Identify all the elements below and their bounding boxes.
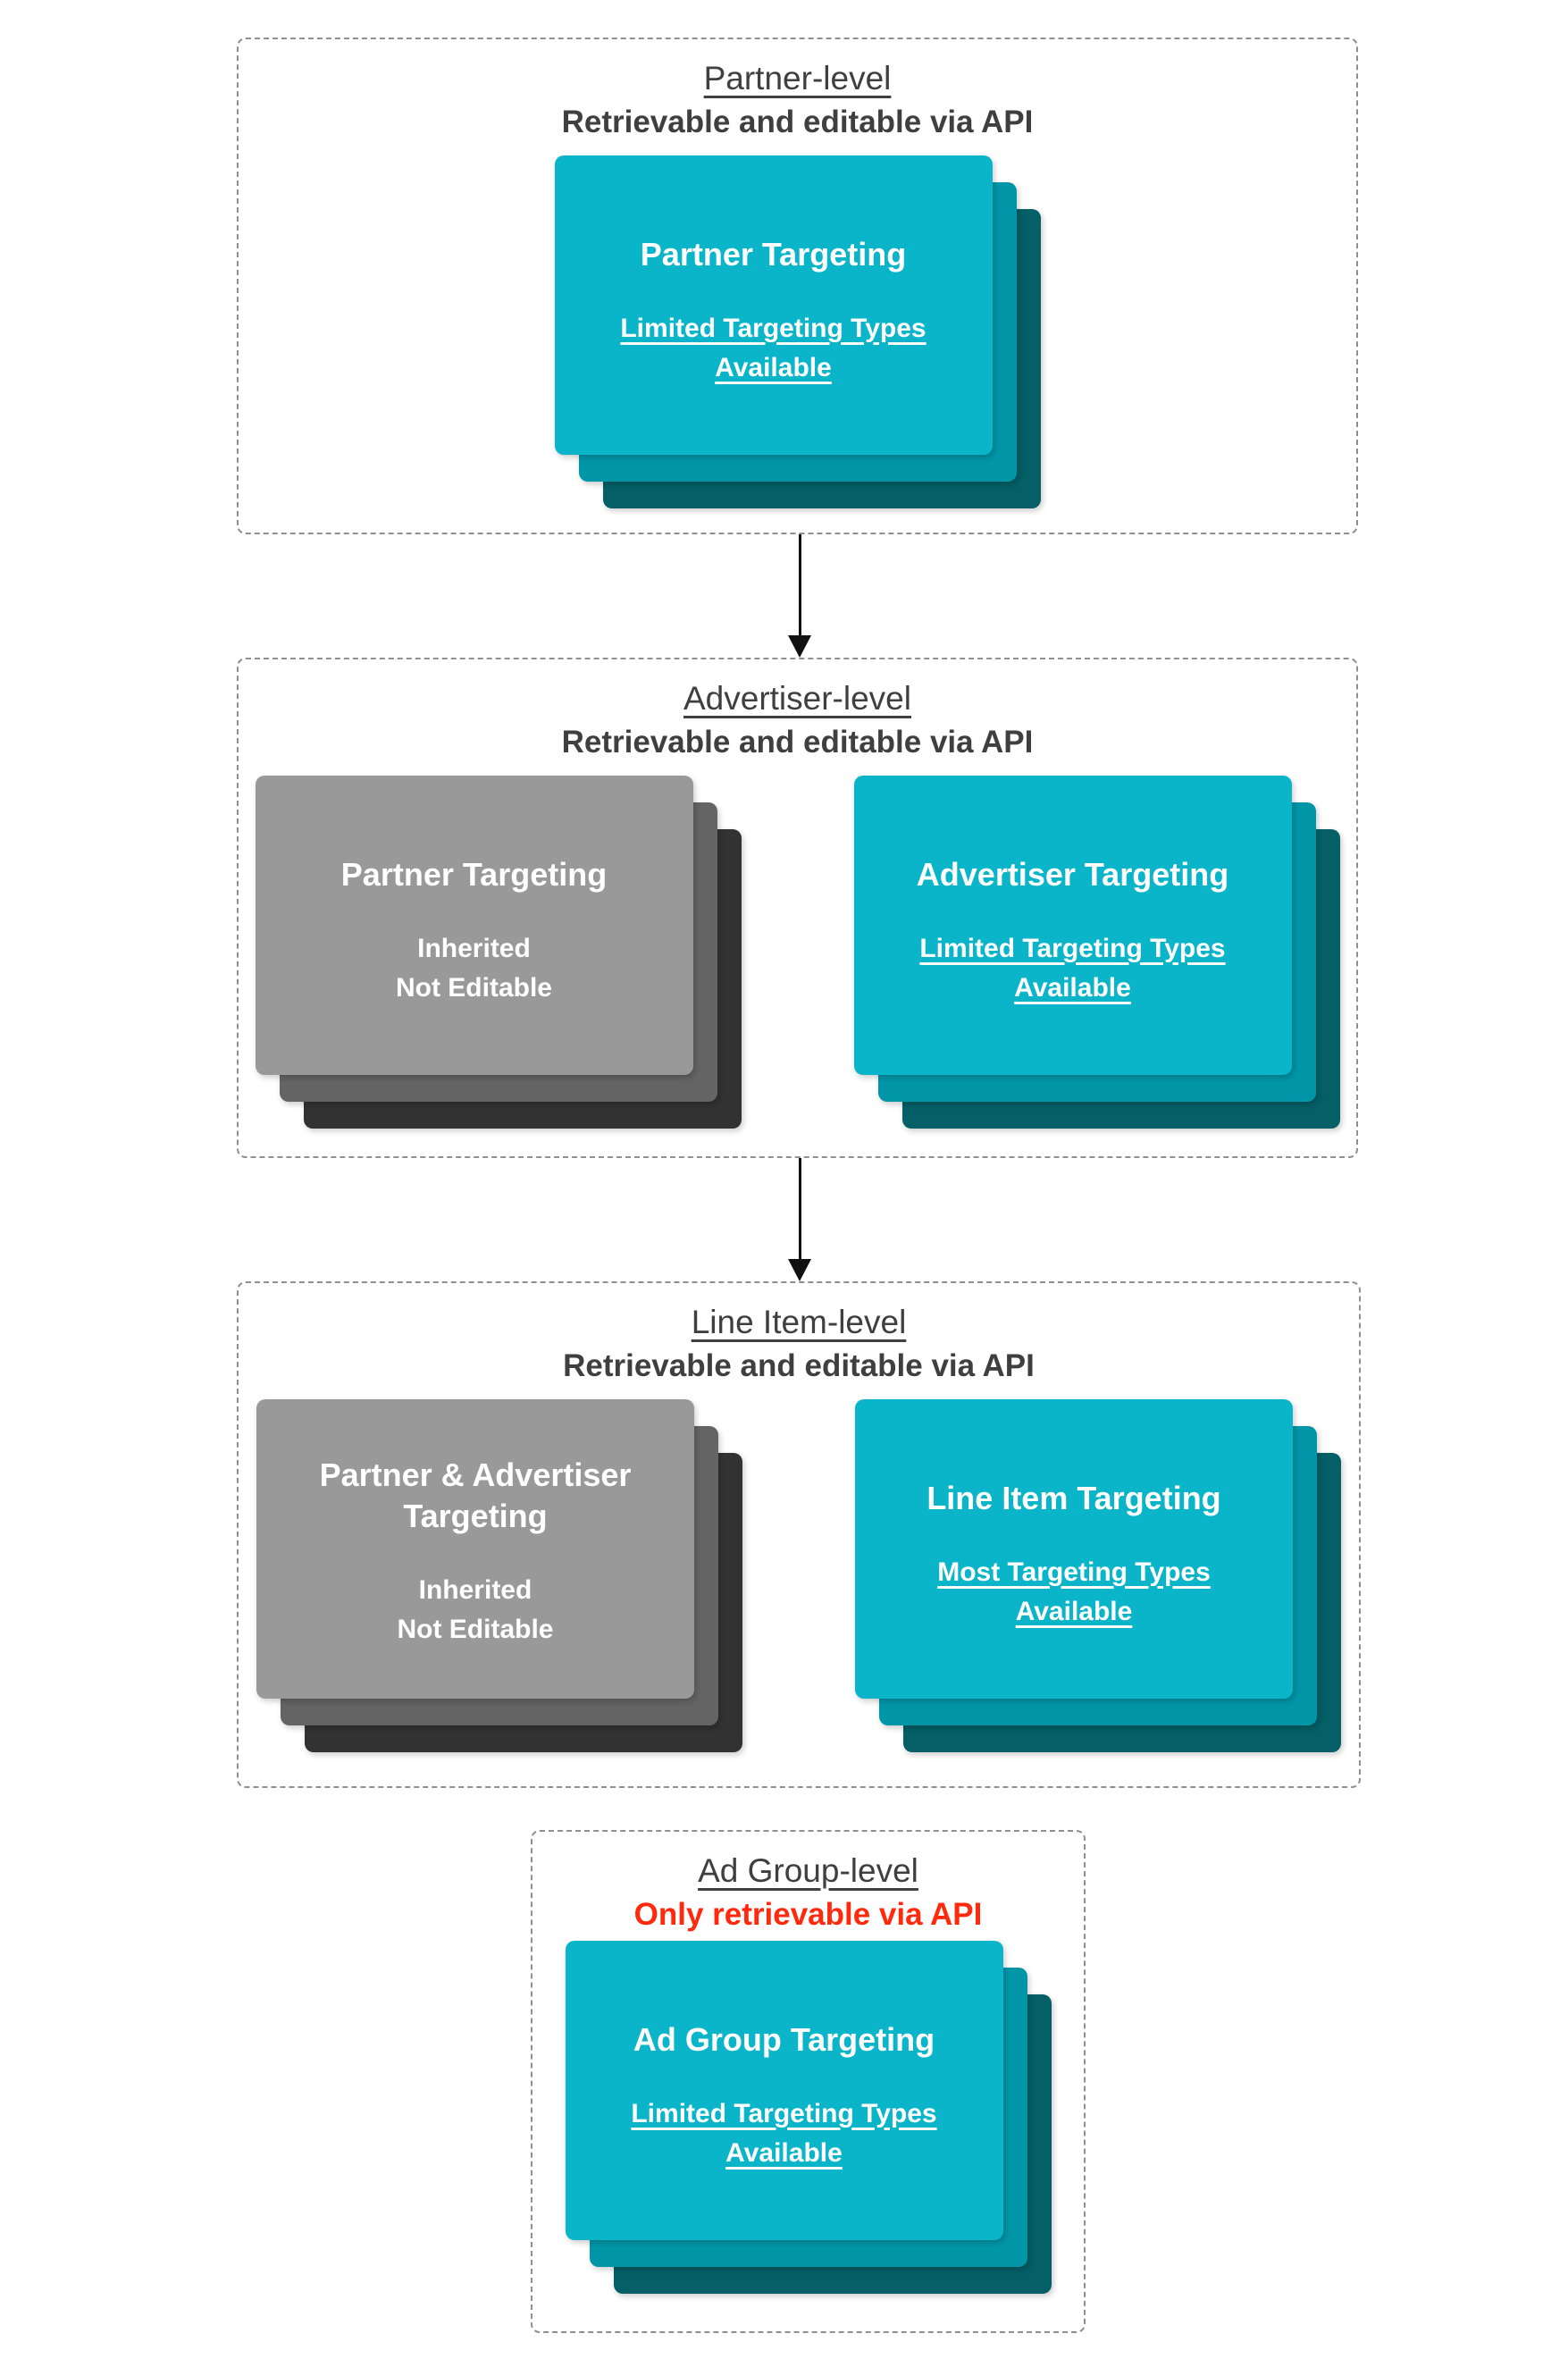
card-front: Partner & Advertiser Targeting Inherited… [256,1398,694,1699]
card-stack-line-item-targeting: Line Item Targeting Most Targeting Types… [855,1398,1341,1752]
flow-arrow-advertiser-to-line-item [787,1158,812,1281]
card-stack-ad-group-targeting: Ad Group Targeting Limited Targeting Typ… [565,1940,1052,2294]
card-stack-advertiser-targeting: Advertiser Targeting Limited Targeting T… [853,775,1340,1129]
card-body-line: Limited Targeting Types [620,313,927,343]
card-body-line: Available [1014,972,1131,1003]
section-subtitle: Retrievable and editable via API [563,1348,1035,1384]
card-body-line: Not Editable [397,1614,554,1644]
card-body-line: Inherited [418,1574,532,1605]
section-title: Partner-level [703,60,892,97]
card-front: Line Item Targeting Most Targeting Types… [855,1398,1293,1699]
arrow-shaft [798,1158,801,1260]
card-title: Ad Group Targeting [633,2019,935,2061]
card-title-line: Partner Targeting [340,855,608,893]
arrow-head-icon [788,635,811,658]
arrow-shaft [798,534,801,636]
section-subtitle: Retrievable and editable via API [561,725,1034,760]
card-title: Partner & Advertiser Targeting [320,1455,632,1537]
card-title-line: Targeting [403,1497,548,1534]
cards-row: Partner & Advertiser Targeting Inherited… [256,1398,1341,1752]
card-title-line: Line Item Targeting [927,1479,1221,1516]
card-title-line: Advertiser Targeting [916,855,1229,893]
flow-arrow-partner-to-advertiser [787,534,812,658]
cards-row: Partner Targeting Inherited Not Editable… [255,775,1340,1129]
card-title-line: Partner Targeting [640,235,907,273]
card-body-line: Available [725,2137,843,2168]
cards-row: Ad Group Targeting Limited Targeting Typ… [565,1940,1052,2294]
section-subtitle-alert: Only retrievable via API [633,1897,983,1933]
card-front: Ad Group Targeting Limited Targeting Typ… [565,1940,1003,2240]
card-body-line: Available [715,352,832,382]
card-stack-partner-targeting: Partner Targeting Limited Targeting Type… [554,155,1041,508]
card-body-line: Available [1015,1596,1133,1626]
card-body-line: Inherited [417,933,531,963]
card-title-line: Partner & Advertiser [319,1456,632,1493]
card-body: Most Targeting Types Available [937,1553,1211,1632]
section-title: Advertiser-level [683,680,911,717]
section-title: Ad Group-level [698,1852,918,1889]
section-title: Line Item-level [691,1304,907,1340]
card-body-line: Not Editable [395,972,552,1003]
card-stack-inherited-partner-advertiser-targeting: Partner & Advertiser Targeting Inherited… [256,1398,742,1752]
arrow-head-icon [788,1259,811,1281]
card-title-line: Ad Group Targeting [633,2020,935,2058]
card-body-line: Most Targeting Types [937,1557,1211,1587]
card-body: Limited Targeting Types Available [919,929,1225,1008]
card-front: Partner Targeting Limited Targeting Type… [554,155,993,455]
card-title: Advertiser Targeting [917,854,1228,895]
card-body: Inherited Not Editable [397,1571,553,1649]
card-body-line: Limited Targeting Types [919,933,1226,963]
section-line-item-level: Line Item-level Retrievable and editable… [237,1281,1361,1788]
card-body: Limited Targeting Types Available [631,2094,936,2173]
card-front: Partner Targeting Inherited Not Editable [255,775,693,1075]
card-title: Line Item Targeting [927,1478,1220,1519]
card-title: Partner Targeting [341,854,607,895]
card-body-line: Limited Targeting Types [631,2098,937,2128]
section-ad-group-level: Ad Group-level Only retrievable via API … [531,1830,1086,2333]
card-body: Limited Targeting Types Available [620,309,926,388]
card-front: Advertiser Targeting Limited Targeting T… [853,775,1292,1075]
section-subtitle: Retrievable and editable via API [561,105,1034,140]
card-title: Partner Targeting [641,234,906,275]
card-stack-inherited-partner-targeting: Partner Targeting Inherited Not Editable [255,775,742,1129]
cards-row: Partner Targeting Limited Targeting Type… [554,155,1041,508]
card-body: Inherited Not Editable [396,929,552,1008]
section-partner-level: Partner-level Retrievable and editable v… [237,38,1358,534]
section-advertiser-level: Advertiser-level Retrievable and editabl… [237,658,1358,1158]
